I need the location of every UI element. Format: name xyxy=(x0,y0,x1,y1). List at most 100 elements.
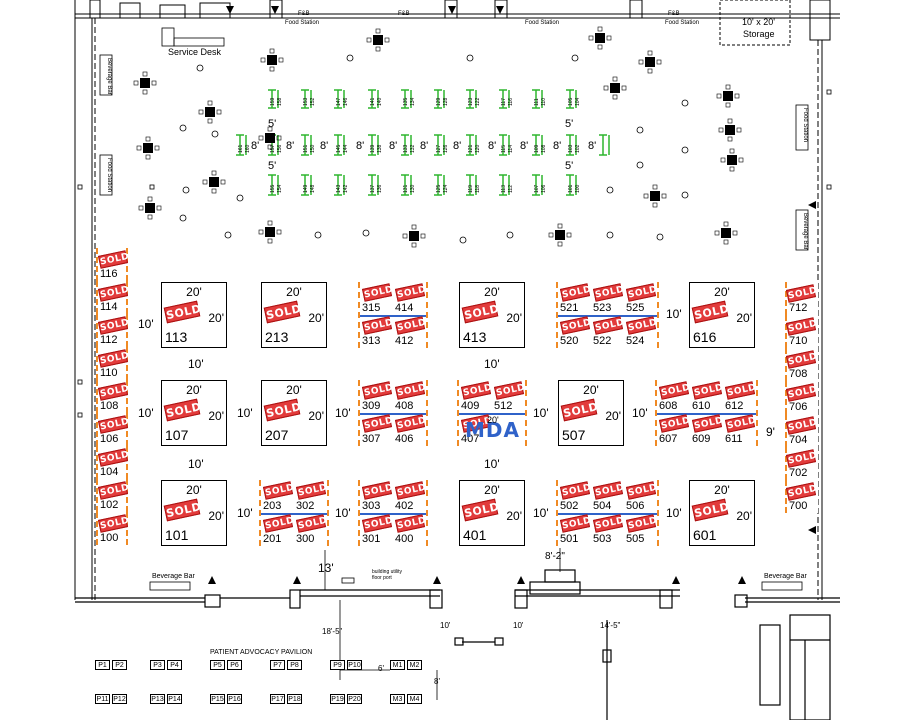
booth-divider xyxy=(657,413,756,415)
dim-10-between-1: 10' xyxy=(188,357,204,371)
fab-label-2: F&B xyxy=(398,11,410,17)
cocktail-chair xyxy=(729,166,735,172)
cocktail-chair xyxy=(716,93,722,99)
cocktail-chair xyxy=(151,80,157,86)
cocktail-table-11 xyxy=(727,155,737,165)
booth-dim-right: 20' xyxy=(308,311,324,325)
booth-512: 512 xyxy=(492,380,525,413)
dim-10-between-3: 10' xyxy=(188,457,204,471)
booth-number: 611 xyxy=(725,433,743,445)
cocktail-chair xyxy=(411,224,417,230)
dim-8-0: 8' xyxy=(251,140,260,152)
table-P2: P2 xyxy=(112,660,127,670)
entrance-arrow-0 xyxy=(226,6,234,14)
dim-8-tables: 8' xyxy=(434,677,440,686)
booth-number: 203 xyxy=(263,500,282,512)
cocktail-chair xyxy=(723,221,729,227)
dim-5-bottom: 5' xyxy=(565,160,574,172)
booth-number: 608 xyxy=(659,400,678,412)
booth-number: 414 xyxy=(395,302,414,314)
seat-number: 145 xyxy=(336,144,342,153)
table-P14: P14 xyxy=(167,694,182,704)
dim-8-8: 8' xyxy=(520,140,529,152)
seat-number: 154 xyxy=(277,184,283,193)
booth-number: 309 xyxy=(362,400,381,412)
cocktail-chair xyxy=(557,223,563,229)
booth-number: 523 xyxy=(593,302,612,314)
dim-8-2: 8'-2" xyxy=(545,551,565,562)
booth-503: 503 xyxy=(591,513,624,546)
table-P7: P7 xyxy=(270,660,285,670)
booth-number: 407 xyxy=(461,433,480,445)
booth-201: 201 xyxy=(261,513,294,546)
seat-number: 155 xyxy=(270,184,276,193)
booth-number: 102 xyxy=(100,499,119,511)
booth-number: 522 xyxy=(593,335,612,347)
seat-number: 135 xyxy=(403,97,409,106)
booth-number: 502 xyxy=(560,500,579,512)
seat-number: 156 xyxy=(277,144,283,153)
cocktail-chair xyxy=(211,188,217,194)
booth-divider xyxy=(558,315,657,317)
booth-dim-top: 20' xyxy=(583,383,599,397)
booth-number: 116 xyxy=(100,268,118,280)
booth-divider xyxy=(360,315,426,317)
cocktail-chair xyxy=(652,184,658,190)
seat-number: 106 xyxy=(541,184,547,193)
cocktail-chair xyxy=(366,37,372,43)
cocktail-chair xyxy=(647,50,653,56)
beverage-bar-bottom-left: Beverage Bar xyxy=(152,573,195,580)
cocktail-chair xyxy=(606,35,612,41)
seat-number: 138 xyxy=(377,144,383,153)
table-P11: P11 xyxy=(95,694,110,704)
cocktail-chair xyxy=(142,89,148,95)
bottom-wall xyxy=(75,569,840,720)
booth-505: 505 xyxy=(624,513,657,546)
seat-number: 137 xyxy=(370,184,376,193)
seat-number: 125 xyxy=(436,184,442,193)
beverage-bar-bottom-right: Beverage Bar xyxy=(764,573,807,580)
booth-number: 524 xyxy=(626,335,645,347)
dim-5-bottom-left: 5' xyxy=(268,160,277,172)
top-wall xyxy=(75,0,840,46)
booth-block-6 xyxy=(358,480,428,546)
cocktail-chair xyxy=(276,135,282,141)
seat-number: 142 xyxy=(343,184,349,193)
seat-number: 107 xyxy=(534,184,540,193)
seat-number: 104 xyxy=(575,97,581,106)
booth-107: 20'20'107 xyxy=(161,380,227,446)
beverage-bar-right: Beverage Bar xyxy=(802,213,808,250)
dim-5-top: 5' xyxy=(565,118,574,130)
seat-number: 158 xyxy=(277,97,283,106)
booth-block-2 xyxy=(358,380,428,446)
table-P19: P19 xyxy=(330,694,345,704)
cocktail-chair xyxy=(156,205,162,211)
cocktail-chair xyxy=(643,193,649,199)
cocktail-chair xyxy=(147,214,153,220)
cocktail-chair xyxy=(720,157,726,163)
booth-506: 506 xyxy=(624,480,657,513)
booth-dim-right: 20' xyxy=(506,311,522,325)
cocktail-table-3 xyxy=(645,57,655,67)
cocktail-chair xyxy=(557,241,563,247)
booth-400: 400 xyxy=(393,513,426,546)
table-P8: P8 xyxy=(287,660,302,670)
table-M3: M3 xyxy=(390,694,405,704)
cocktail-table-4 xyxy=(140,78,150,88)
booth-407: 407 xyxy=(459,413,492,446)
seat-number: 159 xyxy=(270,97,276,106)
booth-number: 408 xyxy=(395,400,414,412)
entrance-arrow-1 xyxy=(271,6,279,14)
dim-8-9: 8' xyxy=(553,140,562,152)
booth-number: 100 xyxy=(100,532,119,544)
booth-number: 402 xyxy=(395,500,414,512)
table-P18: P18 xyxy=(287,694,302,704)
fab-label-1: F&B xyxy=(298,11,310,17)
booth-300: 300 xyxy=(294,513,327,546)
cocktail-chair xyxy=(216,109,222,115)
booth-406: 406 xyxy=(393,413,426,446)
booth-number: 207 xyxy=(265,427,289,443)
cocktail-chair xyxy=(276,229,282,235)
booth-number: 507 xyxy=(562,427,586,443)
dim-10-r3-d: 10' xyxy=(666,506,682,520)
